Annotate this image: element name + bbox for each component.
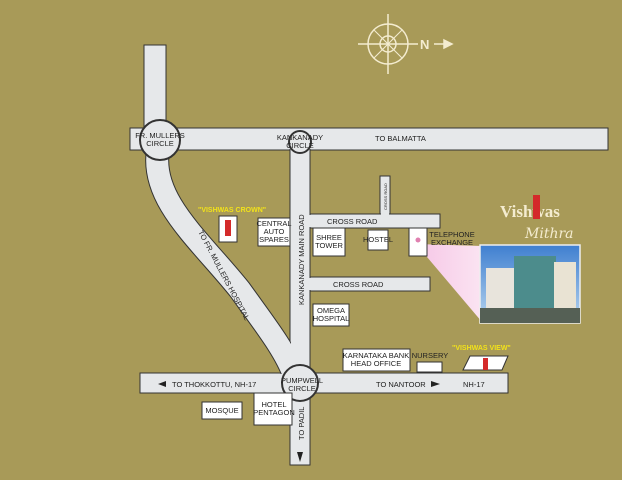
north-arrow-icon (434, 38, 454, 50)
mullers-circle (139, 119, 181, 161)
location-marker-icon (415, 237, 421, 243)
kankanady-circle (288, 130, 312, 154)
vishwas-view-label: "VISHWAS VIEW" (452, 345, 511, 352)
hotel-pentagon-label: PENTAGON (253, 408, 295, 417)
central-auto-spares-box (257, 217, 291, 247)
kankanady-circle-label: KANKANADY (277, 133, 323, 142)
karnataka-bank-label: KARNATAKA BANK (343, 351, 409, 360)
central-auto-label: SPARES (259, 235, 289, 244)
nh17-label: NH-17 (463, 380, 485, 389)
kankanady-main-road-label: KANKANADY MAIN ROAD (297, 214, 306, 305)
compass-rose-icon (358, 14, 418, 74)
vishwas-logo-icon (483, 358, 488, 370)
building-photo (479, 244, 581, 324)
arrow-right-icon (431, 381, 440, 387)
vishwas-mithra-logo: Vishwas Mithra (500, 195, 574, 242)
shree-tower-label: TOWER (315, 241, 343, 250)
pumpwell-circle (281, 364, 319, 402)
hostel-box (367, 229, 389, 251)
to-thokkottu-label: TO THOKKOTTU, NH-17 (172, 380, 256, 389)
cross-road-vertical-label: CROSS ROAD (383, 183, 388, 210)
logo-h-icon (533, 195, 540, 219)
hostel-label: HOSTEL (363, 235, 393, 244)
page-edge (622, 0, 640, 480)
arrow-down-icon (297, 452, 303, 462)
shree-tower-label: SHREE (316, 233, 342, 242)
to-nantoor-label: TO NANTOOR (376, 380, 426, 389)
vishwas-crown-label: "VISHWAS CROWN" (198, 207, 266, 214)
logo-sub-text: Mithra (524, 226, 574, 242)
hotel-pentagon-box (253, 392, 293, 426)
central-auto-label: AUTO (264, 227, 285, 236)
to-balmatta-label: TO BALMATTA (375, 134, 426, 143)
omega-hospital-label: OMEGA (317, 306, 345, 315)
mosque-box (201, 401, 243, 420)
arrow-left-icon (158, 381, 166, 387)
highlight-wedge (416, 244, 482, 322)
karnataka-bank-box (342, 348, 411, 372)
telephone-exchange-label: EXCHANGE (431, 238, 473, 247)
pumpwell-circle-label: PUMPWELL (281, 376, 323, 385)
cross-road-label: CROSS ROAD (333, 280, 384, 289)
shree-tower-box (312, 227, 346, 257)
omega-hospital-box (312, 303, 350, 327)
karnataka-bank-label: HEAD OFFICE (351, 359, 401, 368)
logo-brand-text: Vishwas (500, 202, 560, 221)
central-auto-label: CENTRAL (256, 219, 291, 228)
omega-hospital-label: HOSPITAL (313, 314, 350, 323)
nursery-label: NURSERY (412, 351, 449, 360)
vishwas-logo-icon (225, 220, 231, 236)
hotel-pentagon-label: HOTEL (261, 400, 286, 409)
kankanady-circle-label: CIRCLE (286, 141, 314, 150)
to-padil-label: TO PADIL (297, 407, 306, 440)
mullers-circle-label: FR. MULLERS (135, 131, 185, 140)
north-label: N (420, 37, 429, 52)
mullers-circle-label: CIRCLE (146, 139, 174, 148)
mosque-label: MOSQUE (205, 406, 238, 415)
telephone-exchange-label: TELEPHONE (429, 230, 474, 239)
cross-road-label: CROSS ROAD (327, 217, 378, 226)
nursery-box (416, 361, 443, 373)
pumpwell-circle-label: CIRCLE (288, 384, 316, 393)
